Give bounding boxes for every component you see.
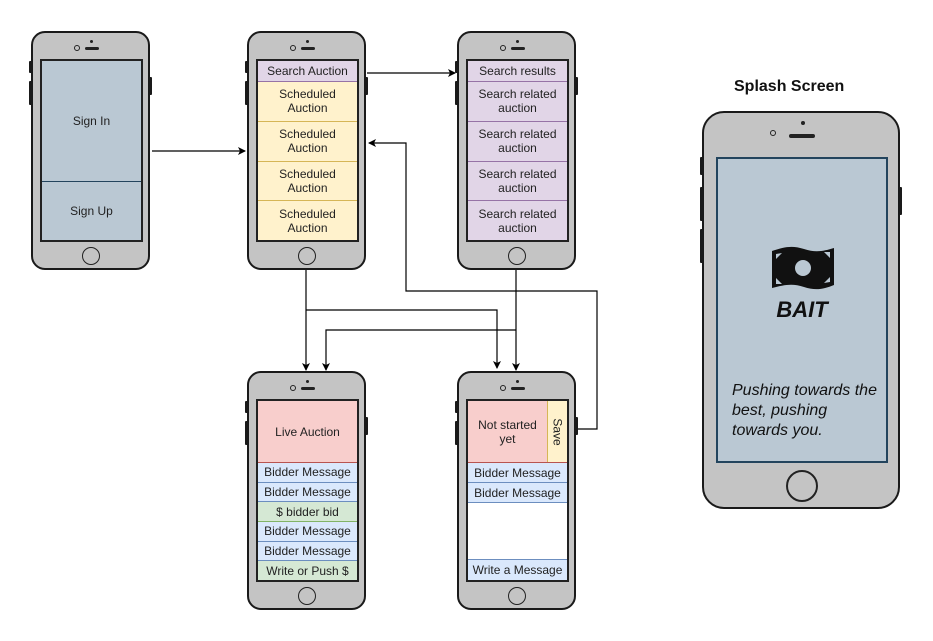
bidder-message: Bidder Message: [258, 482, 357, 503]
scheduled-auction-item[interactable]: Scheduled Auction: [258, 82, 357, 122]
live-auction-header: Live Auction: [258, 401, 357, 463]
home-button[interactable]: [786, 470, 818, 502]
phone-live-auction: Live Auction Bidder Message Bidder Messa…: [245, 371, 368, 610]
phone-splash: BAIT Pushing towards the best, pushing t…: [700, 111, 902, 509]
scheduled-auction-item[interactable]: Scheduled Auction: [258, 161, 357, 202]
home-button[interactable]: [298, 587, 316, 605]
not-started-header: Not started yet: [468, 401, 547, 462]
phone-auth: Sign In Sign Up: [29, 31, 152, 270]
bidder-bid: $ bidder bid: [258, 502, 357, 523]
results-screen: Search results Search related auction Se…: [466, 59, 569, 242]
search-result-item[interactable]: Search related auction: [468, 121, 567, 162]
phone-home: Search Auction Scheduled Auction Schedul…: [245, 31, 368, 270]
pending-auction-screen: Not started yet Save Bidder Message Bidd…: [466, 399, 569, 582]
bidder-message: Bidder Message: [258, 522, 357, 542]
bidder-message: Bidder Message: [258, 541, 357, 562]
search-results-header: Search results: [468, 61, 567, 82]
search-result-item[interactable]: Search related auction: [468, 201, 567, 240]
write-or-push-input[interactable]: Write or Push $: [258, 561, 357, 580]
message-area: [468, 503, 567, 560]
save-button[interactable]: Save: [547, 401, 567, 462]
arrow-save-to-home: [368, 139, 598, 430]
write-message-input[interactable]: Write a Message: [468, 560, 567, 580]
app-name: BAIT: [776, 297, 828, 322]
auth-screen: Sign In Sign Up: [40, 59, 143, 242]
search-result-item[interactable]: Search related auction: [468, 161, 567, 202]
sign-up-button[interactable]: Sign Up: [42, 182, 141, 240]
home-button[interactable]: [82, 247, 100, 265]
home-button[interactable]: [508, 247, 526, 265]
home-button[interactable]: [298, 247, 316, 265]
live-auction-screen: Live Auction Bidder Message Bidder Messa…: [256, 399, 359, 582]
scheduled-auction-item[interactable]: Scheduled Auction: [258, 201, 357, 240]
tagline: Pushing towards the best, pushing toward…: [732, 382, 877, 439]
scheduled-auction-item[interactable]: Scheduled Auction: [258, 121, 357, 162]
home-button[interactable]: [508, 587, 526, 605]
splash-title: Splash Screen: [734, 78, 845, 95]
bidder-message: Bidder Message: [468, 483, 567, 503]
arrow-home-to-pending: [306, 309, 501, 369]
phone-search-results: Search results Search related auction Se…: [455, 31, 578, 270]
phone-pending-auction: Not started yet Save Bidder Message Bidd…: [455, 371, 578, 610]
search-result-item[interactable]: Search related auction: [468, 82, 567, 122]
money-bill-wave-icon: [772, 246, 834, 290]
home-screen: Search Auction Scheduled Auction Schedul…: [256, 59, 359, 242]
sign-in-button[interactable]: Sign In: [42, 61, 141, 182]
search-auction-bar[interactable]: Search Auction: [258, 61, 357, 82]
arrow-results-to-live: [322, 329, 516, 371]
splash-screen: BAIT Pushing towards the best, pushing t…: [716, 157, 888, 463]
bidder-message: Bidder Message: [258, 463, 357, 483]
bidder-message: Bidder Message: [468, 463, 567, 483]
save-label: Save: [550, 417, 565, 446]
